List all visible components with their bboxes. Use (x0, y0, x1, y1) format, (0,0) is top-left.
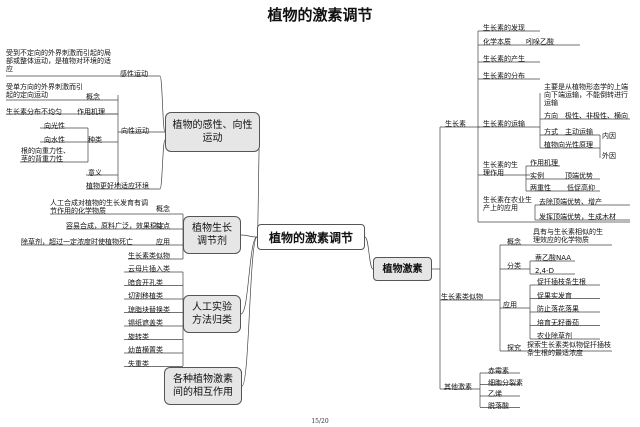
agri-develop: 发挥顶端优势，生成木材 (539, 213, 616, 221)
transport-mode-label: 方式 (544, 128, 558, 136)
analogs-app-item: 促果实发育 (537, 291, 572, 300)
auxin-distribution: 生长素的分布 (483, 72, 525, 80)
physio-example-label: 实例 (530, 172, 544, 180)
analogs-class-2: 2,4-D (535, 267, 555, 275)
other-hormone-item: 细胞分裂素 (488, 378, 523, 387)
other-hormone-item: 赤霉素 (488, 367, 509, 375)
tropism-mech-desc: 生长素分布不均匀 (6, 108, 62, 116)
transport-outer: 外因 (602, 152, 616, 160)
regulator-box[interactable]: 植物生长调节剂 (183, 216, 241, 254)
tropism-types-label: 种类 (88, 136, 102, 144)
regulator-app-label: 应用 (156, 238, 170, 246)
analogs-explore-label: 探究 (507, 344, 521, 352)
sensitivity-box[interactable]: 植物的感性、向性运动 (165, 112, 260, 152)
sense-desc: 受到不定向的外界刺激而引起的局部或整体运动，是植物对环境的适应 (6, 49, 111, 73)
regulator-feature-desc: 容易合成，原料广泛，效果稳定 (66, 222, 164, 230)
connector (241, 236, 258, 387)
analogs-app-item: 防止落花落果 (537, 305, 579, 313)
auxin-production: 生长素的产生 (483, 55, 525, 63)
agri-label: 生长素在农业生产上的应用 (483, 196, 532, 212)
physio-label: 生长素的生理作用 (483, 161, 518, 177)
experiment-item: 旋转类 (128, 332, 149, 341)
transport-mode-value: 主动运输 (565, 128, 593, 136)
connector (159, 75, 166, 133)
experiment-item: 暗盒开孔类 (128, 278, 163, 287)
experiment-item: 锡纸遮盖类 (128, 319, 163, 327)
physio-mech: 作用机理 (530, 159, 558, 167)
tropism-type-2: 向水性 (44, 136, 65, 144)
analogs-class-label: 分类 (507, 262, 521, 270)
center-node[interactable]: 植物的激素调节 (257, 224, 365, 250)
transport-label: 生长素的运输 (483, 120, 525, 128)
transport-inner: 内因 (602, 132, 616, 140)
interaction-box[interactable]: 各种植物激素间的相互作用 (164, 367, 242, 405)
page-title: 植物的激素调节 (267, 6, 373, 24)
analogs-explore-desc: 探索生长素类似物促扦插枝条生根的最适浓度 (527, 341, 611, 357)
transport-phototropism: 植物向光性原理 (544, 141, 593, 149)
regulator-sim: 生长素类似物 (128, 252, 170, 260)
transport-direction-value: 极性、非极性、横向 (565, 112, 628, 120)
tropism-concept-desc: 受单方向的外界刺激而引起的定向运动 (6, 83, 83, 99)
other-hormone-item: 脱落酸 (488, 401, 509, 410)
sense-label: 感性运动 (120, 70, 148, 78)
connector (364, 236, 374, 270)
connector (240, 234, 258, 238)
experiment-item: 幼苗横置类 (128, 346, 163, 354)
analogs-app-item: 促扦插枝条生根 (537, 278, 586, 286)
tropism-type-3: 根的向重力性、茎的背重力性 (21, 147, 70, 163)
analogs-app-label: 应用 (503, 301, 517, 309)
page-number: 15/20 (311, 418, 329, 425)
transport-desc: 主要是从植物形态学的上端向下端运输，不能倒转进行运输 (544, 83, 628, 107)
auxin-discovery: 生长素的发现 (483, 24, 525, 32)
tropism-mech-label: 作用机理 (77, 108, 105, 116)
agri-remove: 去除顶端优势、增产 (539, 198, 602, 206)
experiment-item: 琼脂块替换类 (128, 305, 170, 314)
connector (240, 236, 258, 315)
experiment-item: 云母片插入类 (128, 265, 170, 273)
analogs-app-item: 农业除草剂 (537, 332, 572, 340)
experiments-box[interactable]: 人工实验方法归类 (183, 295, 241, 333)
auxin-chemical-label: 化学本质 (483, 38, 511, 46)
tropism-type-1: 向光性 (44, 122, 65, 130)
tropism-meaning-label: 意义 (88, 169, 102, 177)
auxin-label: 生长素 (445, 120, 466, 128)
analogs-concept-desc: 具有与生长素相似的生理效应的化学物质 (533, 228, 603, 244)
other-hormone-item: 乙烯 (488, 390, 502, 398)
regulator-feature-label: 特点 (156, 222, 170, 230)
regulator-concept-desc: 人工合成对植物的生长发育有调节作用的化学物质 (50, 199, 148, 215)
analogs-app-item: 培育无籽番茄 (537, 318, 579, 327)
analogs-class-1: 萘乙酸NAA (535, 254, 572, 262)
physio-dual-value: 低促高抑 (567, 184, 595, 192)
others-label: 其他激素 (444, 383, 472, 391)
connector (159, 139, 166, 190)
regulator-concept-label: 概念 (156, 205, 170, 213)
tropism-label: 向性运动 (121, 127, 149, 135)
physio-example-value: 顶端优势 (565, 172, 593, 180)
analogs-concept-label: 概念 (507, 238, 521, 246)
transport-direction-label: 方向 (544, 112, 558, 120)
analogs-label: 生长素类似物 (441, 293, 483, 301)
auxin-chemical-value: 吲哚乙酸 (526, 38, 554, 46)
plant-hormone-box[interactable]: 植物激素 (373, 257, 432, 281)
regulator-app-desc: 除草剂，超过一定浓度时使植物死亡 (21, 238, 133, 246)
tropism-meaning-desc: 植物更好地适应环境 (86, 182, 149, 190)
tropism-concept-label: 概念 (86, 93, 100, 101)
experiment-item: 切割移植类 (128, 292, 163, 300)
experiment-item: 失重类 (128, 359, 149, 368)
physio-dual-label: 两重性 (530, 184, 551, 192)
